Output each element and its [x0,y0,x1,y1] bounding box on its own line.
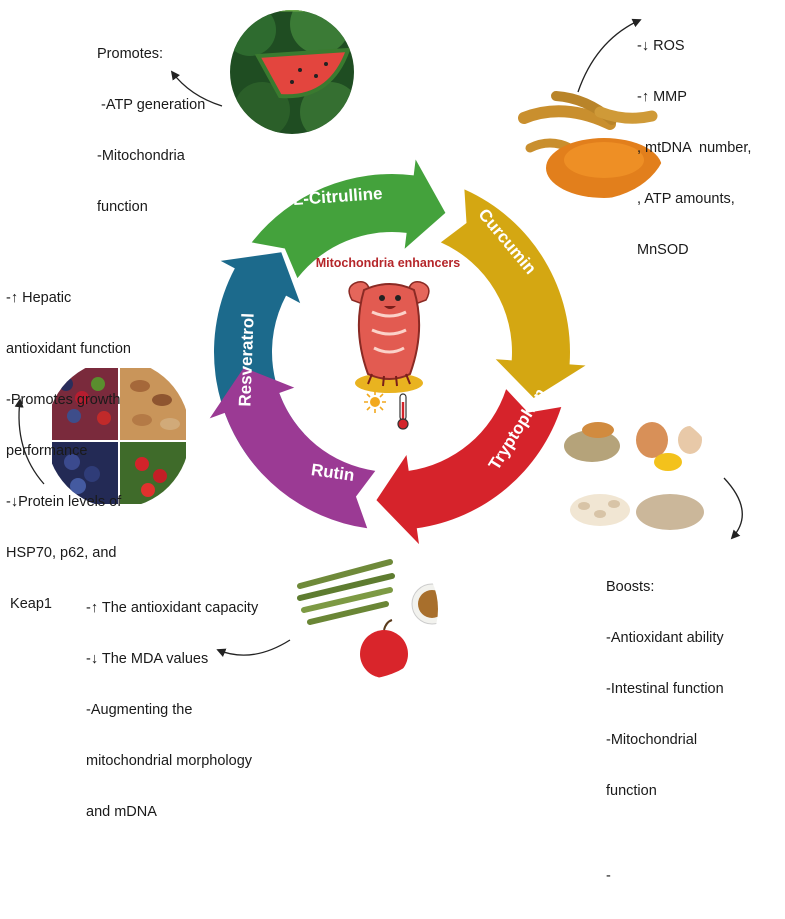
seeds-eggs-image [550,408,718,548]
connector-arrow-curcumin [577,18,642,93]
diagram-canvas: L-Citrulline Curcumin Tryptophan Rutin R… [14,10,743,679]
note-curcumin: -↓ ROS -↑ MMP , mtDNA number, , ATP amou… [637,38,752,258]
sun-icon [364,391,386,413]
mitochondria-mascot [348,280,430,393]
turmeric-image [512,76,668,200]
berries-nuts-image [46,360,190,508]
ring-arrow-citrulline [251,159,446,279]
connector-arrow-rutin [216,639,291,657]
ring-arrow-rutin [209,367,376,529]
connector-arrow-tryptophan [723,477,743,540]
note-resveratrol: -↑ Hepatic antioxidant function -Promote… [6,290,131,612]
connector-arrow-resveratrol [14,398,45,485]
ring-arrow-curcumin [440,189,586,399]
diagram-stage: L-Citrulline Curcumin Tryptophan Rutin R… [6,10,752,884]
thermometer-icon [397,393,409,430]
segment-label-resveratrol: Resveratrol [235,313,257,407]
watermelon-image [230,10,354,134]
note-citrulline: Promotes: -ATP generation -Mitochondria … [97,46,206,215]
ring-arrow-tryptophan [376,389,562,545]
note-rutin: -↑ The antioxidant capacity -↓ The MDA v… [86,600,259,820]
center-title: Mitochondria enhancers [316,256,461,270]
note-tryptophan: Boosts: -Antioxidant ability -Intestinal… [606,579,724,884]
asparagus-apple-image [290,539,438,679]
cycle-ring [209,159,586,545]
connector-arrow-citrulline [170,70,223,107]
